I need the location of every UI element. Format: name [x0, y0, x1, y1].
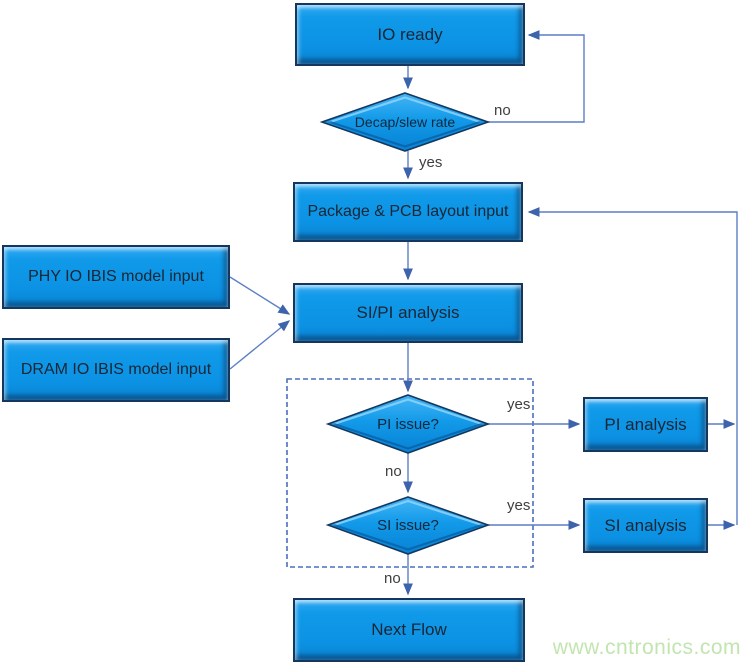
node-pi-analysis: PI analysis — [583, 397, 708, 452]
node-package-pcb-layout-input-label: Package & PCB layout input — [307, 203, 509, 220]
node-sipi-analysis: SI/PI analysis — [293, 283, 523, 343]
node-dram-io-ibis-model-input-label: DRAM IO IBIS model input — [20, 361, 212, 378]
decision-shape-si-issue — [325, 496, 491, 555]
node-dram-io-ibis-model-input: DRAM IO IBIS model input — [2, 338, 230, 402]
node-phy-io-ibis-model-input: PHY IO IBIS model input — [2, 245, 230, 309]
node-sipi-analysis-label: SI/PI analysis — [356, 303, 460, 322]
edge-label-si-issue-yes: yes — [507, 497, 531, 514]
edge-label-decap-yes: yes — [419, 154, 443, 171]
connectors — [229, 30, 738, 596]
node-next-flow-label: Next Flow — [371, 620, 447, 639]
edge-phy-to-sipi — [229, 276, 291, 315]
edge-label-pi-issue-no: no — [385, 463, 402, 480]
edge-label-pi-issue-yes: yes — [507, 396, 531, 413]
watermark: www.cntronics.com — [552, 636, 741, 659]
node-pi-analysis-label: PI analysis — [604, 414, 687, 434]
decision-shape-pi-issue — [325, 394, 491, 454]
edge-label-si-issue-no: no — [384, 570, 401, 587]
node-si-analysis-label: SI analysis — [604, 515, 687, 535]
node-io-ready-label: IO ready — [377, 24, 443, 44]
edge-decap-no-to-ioready — [488, 30, 585, 123]
node-io-ready: IO ready — [295, 3, 525, 66]
dashed-group-boundary — [286, 378, 534, 568]
edge-dram-to-sipi — [229, 320, 291, 370]
node-si-analysis: SI analysis — [583, 498, 708, 553]
node-package-pcb-layout-input: Package & PCB layout input — [293, 182, 523, 242]
node-phy-io-ibis-model-input-label: PHY IO IBIS model input — [28, 268, 204, 285]
node-next-flow: Next Flow — [293, 598, 525, 662]
edge-feedback-to-package — [527, 207, 738, 525]
decision-shape-decap-slew-rate — [319, 92, 491, 152]
edge-label-decap-no: no — [494, 102, 511, 119]
decision-shapes — [319, 92, 491, 555]
